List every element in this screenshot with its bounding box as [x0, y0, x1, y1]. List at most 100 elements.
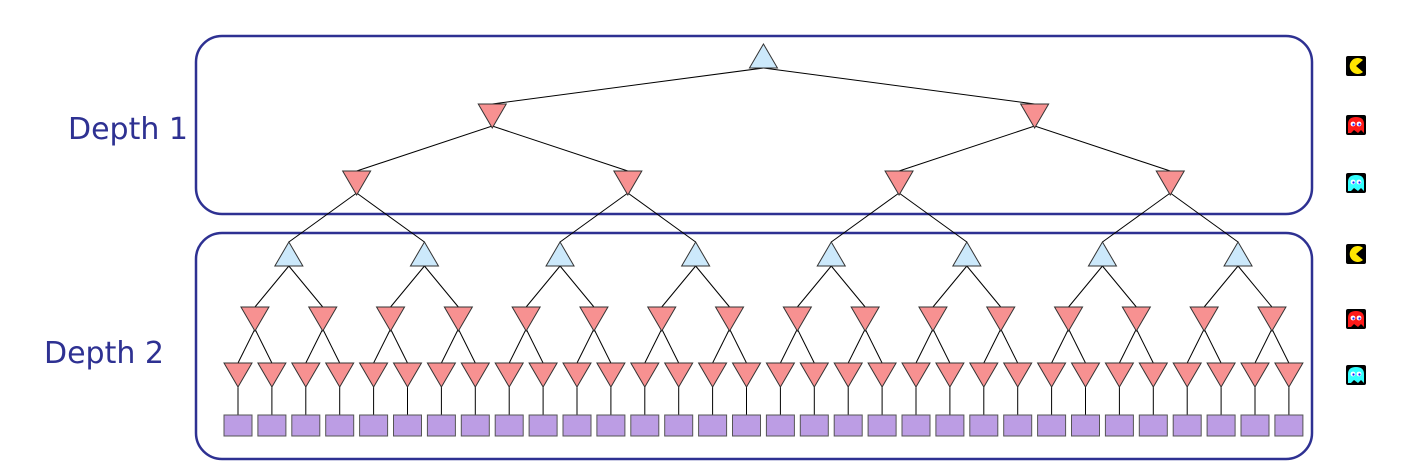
tree-edge	[661, 328, 680, 364]
leaf-node	[393, 414, 422, 437]
min-node	[985, 306, 1016, 332]
max-node	[748, 43, 779, 69]
leaf-node	[833, 414, 863, 437]
tree-edge	[1034, 125, 1171, 172]
max-node	[951, 241, 982, 267]
min-node	[392, 362, 423, 388]
tree-edge	[1237, 265, 1273, 308]
tree-edge	[1186, 328, 1205, 364]
leaf-node	[460, 414, 490, 437]
min-node	[901, 362, 931, 388]
agent-icons	[1346, 56, 1366, 385]
min-node	[850, 306, 881, 332]
leaf-node	[732, 414, 761, 437]
pacman-icon	[1346, 244, 1366, 264]
tree-edge	[1000, 328, 1019, 364]
tree-edge	[1135, 328, 1154, 364]
leaf-node	[528, 414, 558, 437]
tree-edge	[288, 192, 357, 243]
tree-edge	[932, 328, 951, 364]
tree-edge	[525, 328, 544, 364]
tree-edge	[915, 328, 934, 364]
leaf-node	[1071, 414, 1100, 437]
tree-edge	[305, 328, 324, 364]
tree-edge	[390, 328, 408, 364]
min-node	[375, 306, 406, 332]
tree-edge	[966, 265, 1002, 308]
tree-edge	[695, 265, 730, 308]
min-node	[731, 362, 762, 388]
min-node	[477, 103, 508, 129]
tree-edge	[627, 192, 696, 243]
tree-edge	[1102, 192, 1171, 243]
max-node	[1087, 241, 1118, 267]
leaf-node	[1037, 414, 1067, 437]
min-node	[562, 362, 592, 388]
depth-2-frame	[194, 231, 1314, 461]
leaf-node	[1138, 414, 1168, 437]
min-node	[867, 362, 897, 388]
leaf-node	[1206, 414, 1236, 437]
min-node	[307, 306, 338, 332]
tree-edge	[1118, 328, 1137, 364]
depth-1-label: Depth 1	[68, 112, 188, 147]
tree-edge	[254, 328, 273, 364]
max-node	[545, 241, 575, 267]
min-node	[341, 170, 372, 196]
min-node	[612, 170, 643, 196]
tree-edge	[593, 328, 612, 364]
tree-edge	[864, 328, 883, 364]
min-node	[714, 306, 745, 332]
min-node	[324, 362, 355, 388]
min-node	[443, 306, 474, 332]
min-node	[223, 362, 253, 388]
red-ghost-icon	[1346, 309, 1366, 329]
tree-edge	[1169, 192, 1239, 243]
tree-edge	[525, 265, 561, 308]
tree-edge	[1271, 328, 1290, 364]
tree-edge	[898, 125, 1035, 172]
min-node	[884, 170, 914, 196]
tree-edge	[356, 125, 493, 172]
tree-edge	[440, 328, 459, 364]
tree-edge	[492, 125, 629, 172]
leaf-node	[426, 414, 456, 437]
tree-edge	[424, 265, 459, 308]
tree-edge	[644, 328, 663, 364]
tree-edge	[1203, 328, 1222, 364]
tree-edge	[559, 192, 629, 243]
tree-edge	[1068, 265, 1103, 308]
leaf-node	[935, 414, 965, 437]
cyan-ghost-icon	[1346, 365, 1366, 385]
depth-2-label: Depth 2	[44, 336, 164, 371]
tree-nodes	[223, 43, 1304, 437]
min-node	[629, 362, 660, 388]
depth-1-frame	[194, 34, 1314, 216]
leaf-node	[359, 414, 389, 437]
min-node	[968, 362, 999, 388]
min-node	[257, 362, 287, 388]
min-node	[1104, 362, 1135, 388]
leaf-node	[291, 414, 321, 437]
tree-edge	[830, 192, 900, 243]
tree-edge	[1051, 328, 1069, 364]
leaf-node	[969, 414, 999, 437]
leaf-node	[901, 414, 931, 437]
pacman-icon	[1346, 56, 1366, 76]
tree-edge	[712, 328, 730, 364]
leaf-node	[325, 414, 355, 437]
leaf-node	[1274, 414, 1304, 437]
min-node	[358, 362, 389, 388]
tree-edge	[729, 328, 747, 364]
leaf-node	[1003, 414, 1033, 437]
leaf-node	[596, 414, 626, 437]
min-node	[646, 306, 677, 332]
min-node	[782, 306, 813, 332]
tree-edge	[559, 265, 595, 308]
max-node	[409, 241, 440, 267]
min-node	[918, 306, 948, 332]
leaf-node	[494, 414, 524, 437]
min-node	[1257, 306, 1287, 332]
tree-edge	[661, 265, 697, 308]
